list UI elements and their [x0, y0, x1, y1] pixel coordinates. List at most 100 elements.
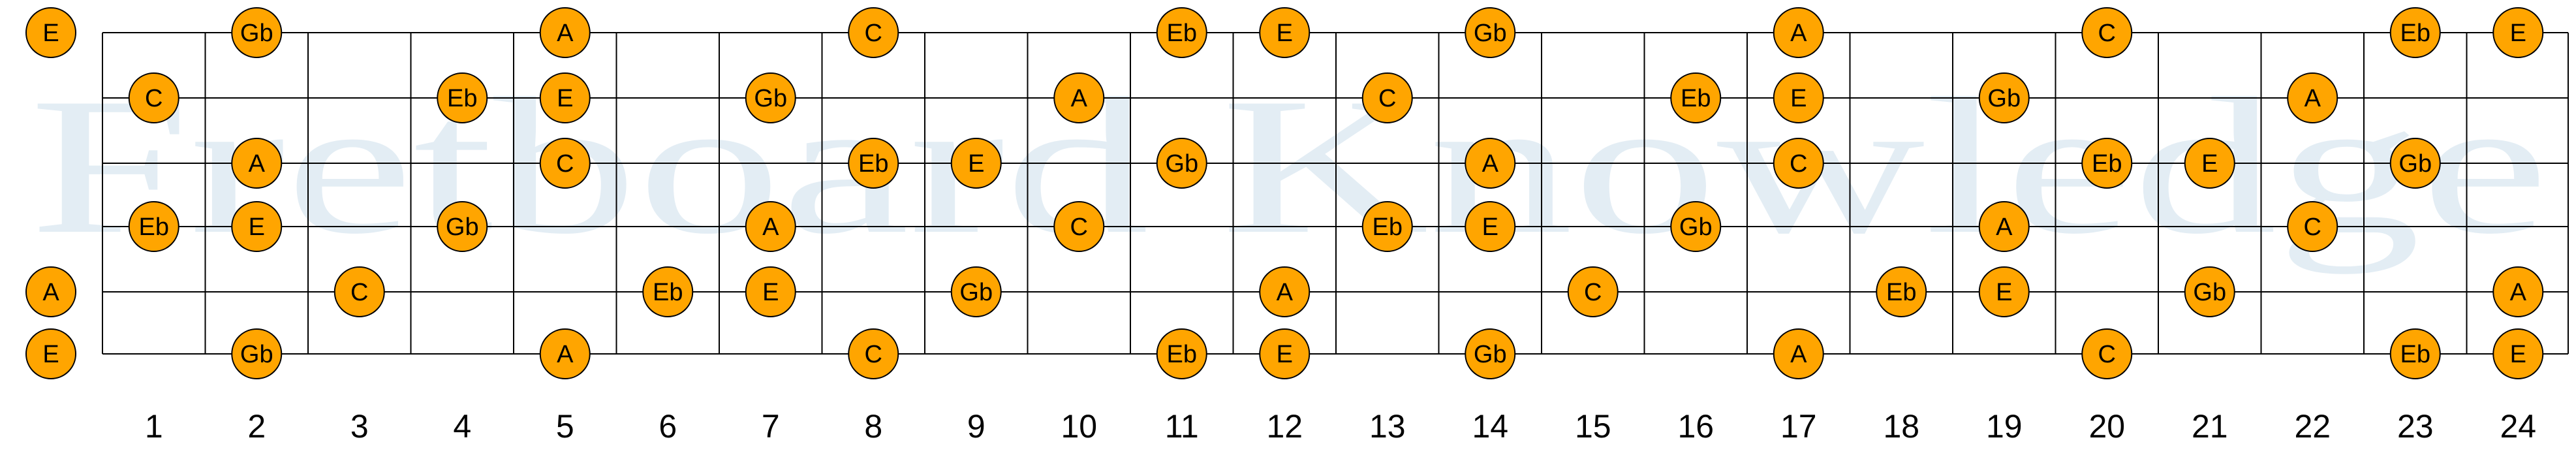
note-marker: E	[2184, 138, 2235, 189]
note-circle	[1053, 201, 1105, 252]
note-circle	[437, 201, 488, 252]
note-marker: Gb	[2184, 266, 2235, 317]
note-circle	[2081, 7, 2133, 58]
note-circle	[2389, 7, 2441, 58]
note-label: C	[1070, 214, 1088, 241]
note-circle	[1978, 72, 2030, 123]
note-circle	[1465, 328, 1516, 379]
note-label: C	[2304, 214, 2321, 241]
note-label: A	[249, 150, 266, 178]
note-circle	[231, 138, 283, 189]
note-circle	[2492, 328, 2544, 379]
note-marker: A	[539, 7, 591, 58]
note-circle	[2492, 7, 2544, 58]
note-marker: Gb	[231, 328, 283, 379]
note-label: E	[1996, 279, 2012, 306]
note-circle	[848, 138, 899, 189]
note-circle	[848, 7, 899, 58]
note-circle	[539, 138, 591, 189]
note-marker: C	[2081, 328, 2133, 379]
note-marker: Eb	[1670, 72, 1722, 123]
note-marker: E	[2492, 7, 2544, 58]
note-marker: Gb	[1978, 72, 2030, 123]
note-label: E	[2510, 341, 2526, 368]
note-marker: A	[1773, 7, 1824, 58]
note-marker: Gb	[1670, 201, 1722, 252]
note-marker: Eb	[437, 72, 488, 123]
note-marker: A	[1465, 138, 1516, 189]
note-label: Eb	[2400, 20, 2430, 47]
note-circle	[2389, 138, 2441, 189]
note-circle	[950, 266, 1002, 317]
note-circle	[1978, 201, 2030, 252]
fret-number-9: 9	[967, 408, 985, 445]
fret-number-7: 7	[762, 408, 780, 445]
note-circle	[1156, 328, 1207, 379]
note-circle	[1259, 328, 1311, 379]
note-marker: A	[2492, 266, 2544, 317]
note-circle	[1361, 201, 1413, 252]
note-label: A	[1482, 150, 1499, 178]
note-circle	[539, 328, 591, 379]
note-circle	[1567, 266, 1619, 317]
note-circle	[848, 328, 899, 379]
note-label: C	[865, 20, 882, 47]
note-marker: E	[231, 201, 283, 252]
note-label: Eb	[1681, 85, 1711, 112]
note-label: Eb	[1167, 20, 1197, 47]
note-label: C	[1378, 85, 1396, 112]
note-marker: C	[848, 328, 899, 379]
fret-number-15: 15	[1575, 408, 1611, 445]
note-label: Gb	[2193, 279, 2226, 306]
note-marker: Eb	[848, 138, 899, 189]
note-circle	[745, 266, 796, 317]
note-circle	[2287, 72, 2338, 123]
note-circle	[334, 266, 385, 317]
note-label: C	[2098, 341, 2116, 368]
note-circle	[1978, 266, 2030, 317]
note-circle	[1670, 72, 1722, 123]
fret-number-21: 21	[2192, 408, 2228, 445]
note-circle	[1773, 328, 1824, 379]
note-marker: E	[1259, 328, 1311, 379]
fret-number-18: 18	[1883, 408, 1919, 445]
note-marker: A	[1053, 72, 1105, 123]
note-marker: C	[2081, 7, 2133, 58]
note-circle	[1773, 72, 1824, 123]
note-label: Gb	[1165, 150, 1198, 178]
note-circle	[1465, 201, 1516, 252]
note-marker: A	[1259, 266, 1311, 317]
note-marker: Eb	[642, 266, 694, 317]
note-marker: Gb	[231, 7, 283, 58]
note-label: E	[1790, 85, 1807, 112]
note-label: E	[2510, 20, 2526, 47]
note-circle	[539, 7, 591, 58]
note-label: E	[249, 214, 265, 241]
note-label: C	[1584, 279, 1602, 306]
note-label: A	[1790, 20, 1807, 47]
note-marker: E	[25, 7, 76, 58]
note-circle	[745, 201, 796, 252]
note-marker: C	[848, 7, 899, 58]
note-label: Eb	[447, 85, 477, 112]
note-label: E	[42, 341, 59, 368]
note-label: Eb	[2092, 150, 2122, 178]
note-circle	[1156, 7, 1207, 58]
note-label: A	[42, 279, 59, 306]
note-circle	[2389, 328, 2441, 379]
note-marker: C	[2287, 201, 2338, 252]
note-marker: A	[745, 201, 796, 252]
note-circle	[1773, 138, 1824, 189]
note-marker: E	[745, 266, 796, 317]
note-label: Gb	[1474, 341, 1507, 368]
fret-number-22: 22	[2294, 408, 2331, 445]
note-marker: E	[539, 72, 591, 123]
note-circle	[2184, 138, 2235, 189]
note-circle	[950, 138, 1002, 189]
note-label: A	[1790, 341, 1807, 368]
note-marker: A	[1978, 201, 2030, 252]
note-circle	[1876, 266, 1927, 317]
watermark-text: Fretboard Knowledge	[29, 57, 2549, 275]
note-circle	[25, 7, 76, 58]
